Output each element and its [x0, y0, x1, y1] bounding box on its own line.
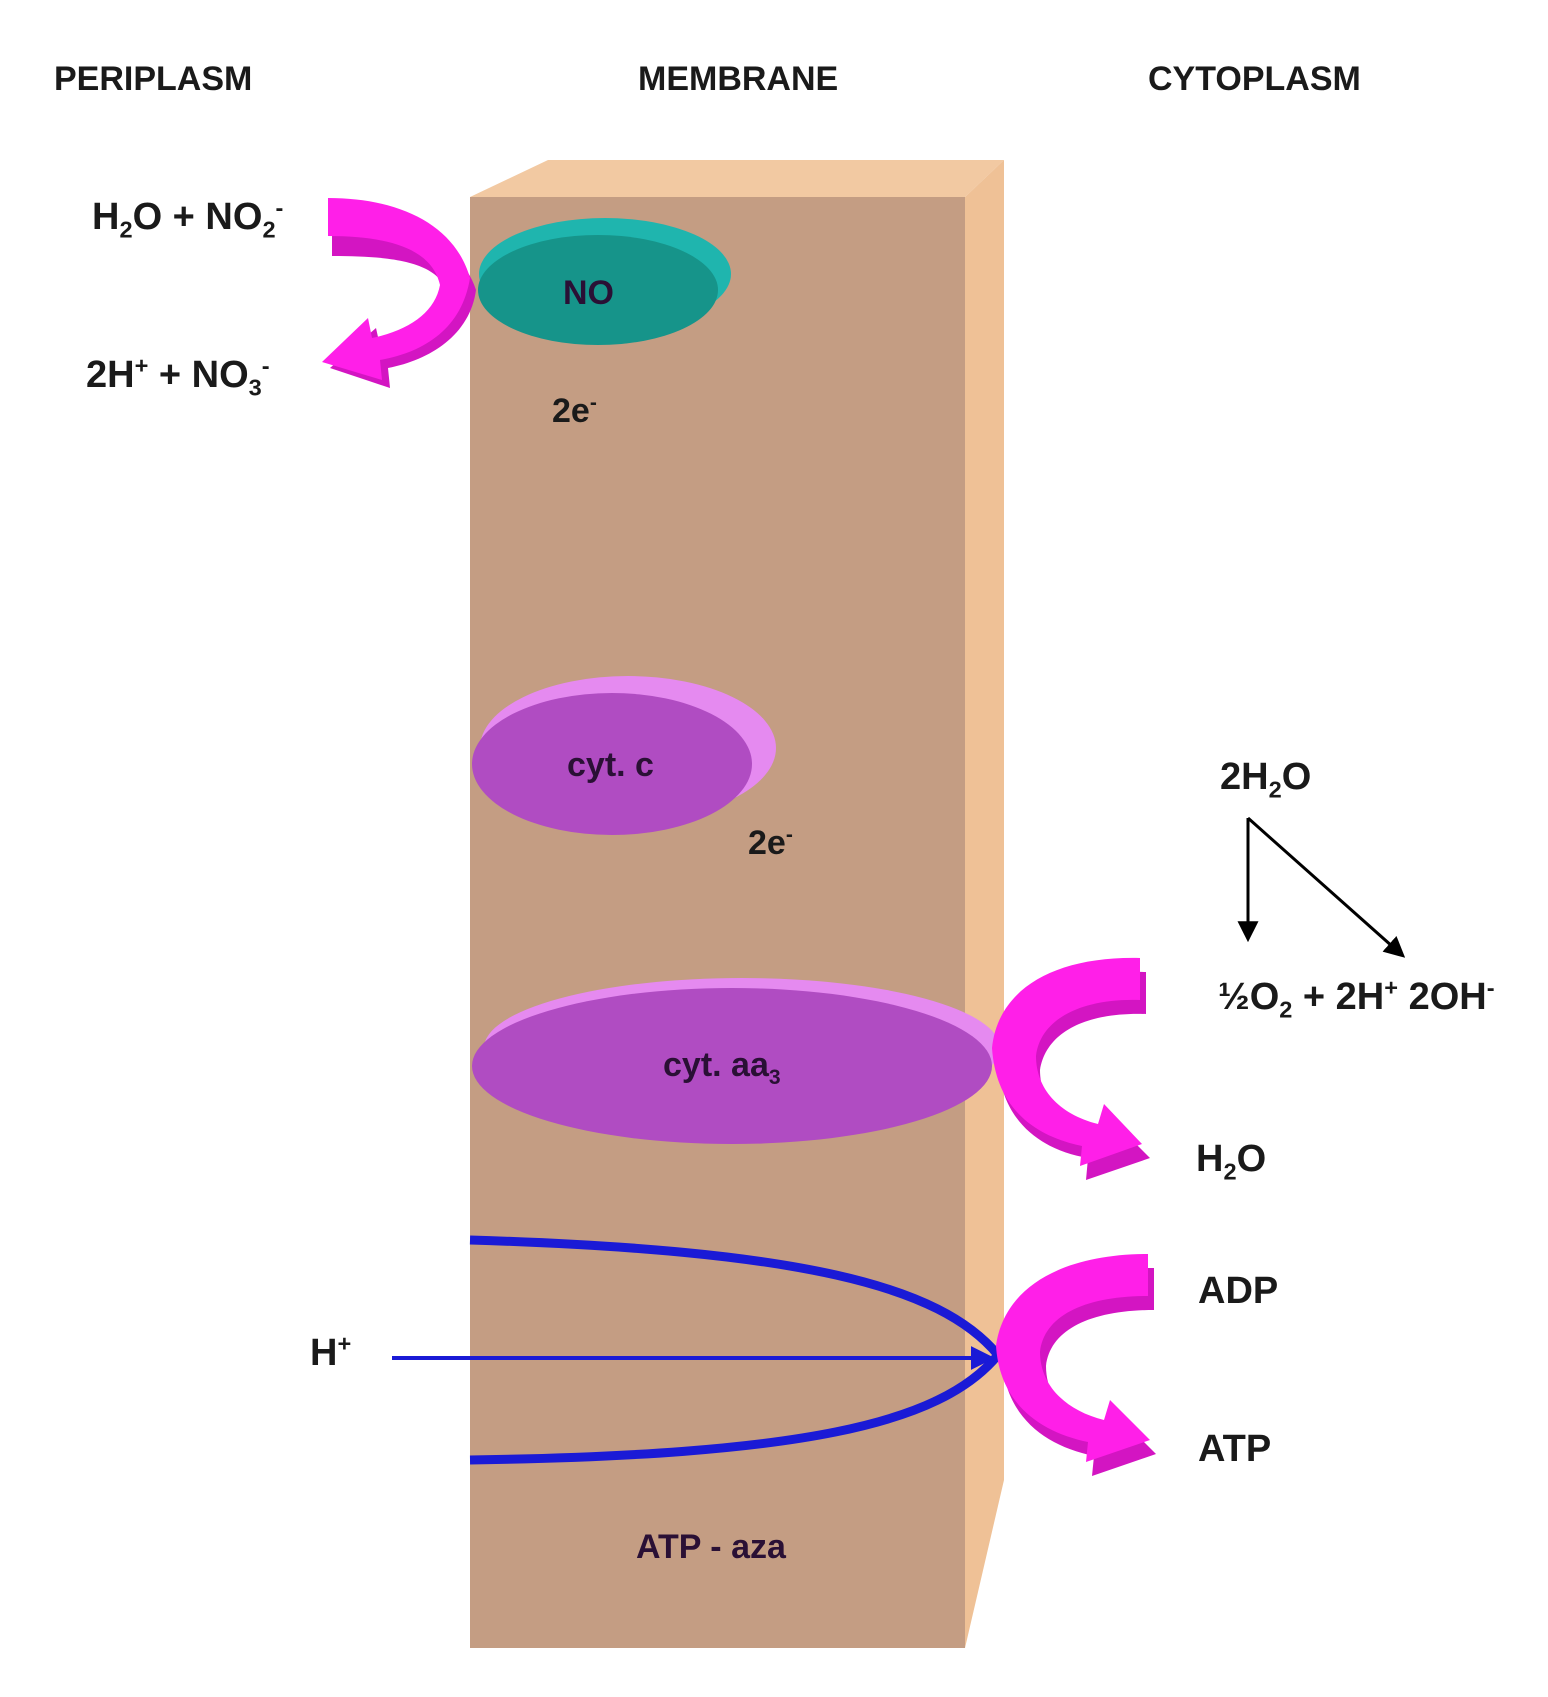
- no-enzyme-shape: [478, 218, 731, 345]
- membrane-front-face: [470, 197, 965, 1648]
- cytoplasm-header: CYTOPLASM: [1148, 60, 1361, 98]
- membrane-slab: [470, 160, 1004, 1648]
- periplasm-curved-arrow: [322, 198, 476, 388]
- electron-label-lower: 2e-: [748, 823, 793, 862]
- atp-synthesis-curved-arrow: [996, 1254, 1156, 1476]
- cytoplasm-water: 2H2O: [1220, 756, 1312, 803]
- periplasm-header: PERIPLASM: [54, 60, 253, 98]
- cyt-aa3-shape: [472, 978, 1000, 1144]
- membrane-top-face: [470, 160, 1004, 197]
- cytoplasm-product-water: H2O: [1196, 1138, 1267, 1185]
- water-to-hydroxide-arrow: [1247, 816, 1406, 958]
- cytoplasm-split-products: ½O2 + 2H+ 2OH-: [1218, 974, 1495, 1023]
- atp-label: ATP: [1198, 1428, 1272, 1470]
- periplasm-substrate: H2O + NO2-: [92, 194, 284, 243]
- periplasm-product: 2H+ + NO3-: [86, 352, 270, 401]
- cyt-c-shape: [472, 676, 776, 835]
- proton-label: H+: [310, 1330, 352, 1374]
- cyt-c-label: cyt. c: [567, 746, 654, 784]
- electron-label-upper: 2e-: [552, 391, 597, 430]
- atpase-label: ATP - aza: [636, 1528, 786, 1566]
- water-split-arrows: [1237, 816, 1406, 958]
- no-enzyme-label: NO: [563, 274, 614, 312]
- cyt-aa3-curved-arrow: [992, 957, 1150, 1180]
- membrane-header: MEMBRANE: [638, 60, 839, 98]
- cyt-aa3-label: cyt. aa3: [663, 1046, 781, 1089]
- membrane-side-face: [965, 160, 1004, 1648]
- adp-label: ADP: [1198, 1270, 1279, 1312]
